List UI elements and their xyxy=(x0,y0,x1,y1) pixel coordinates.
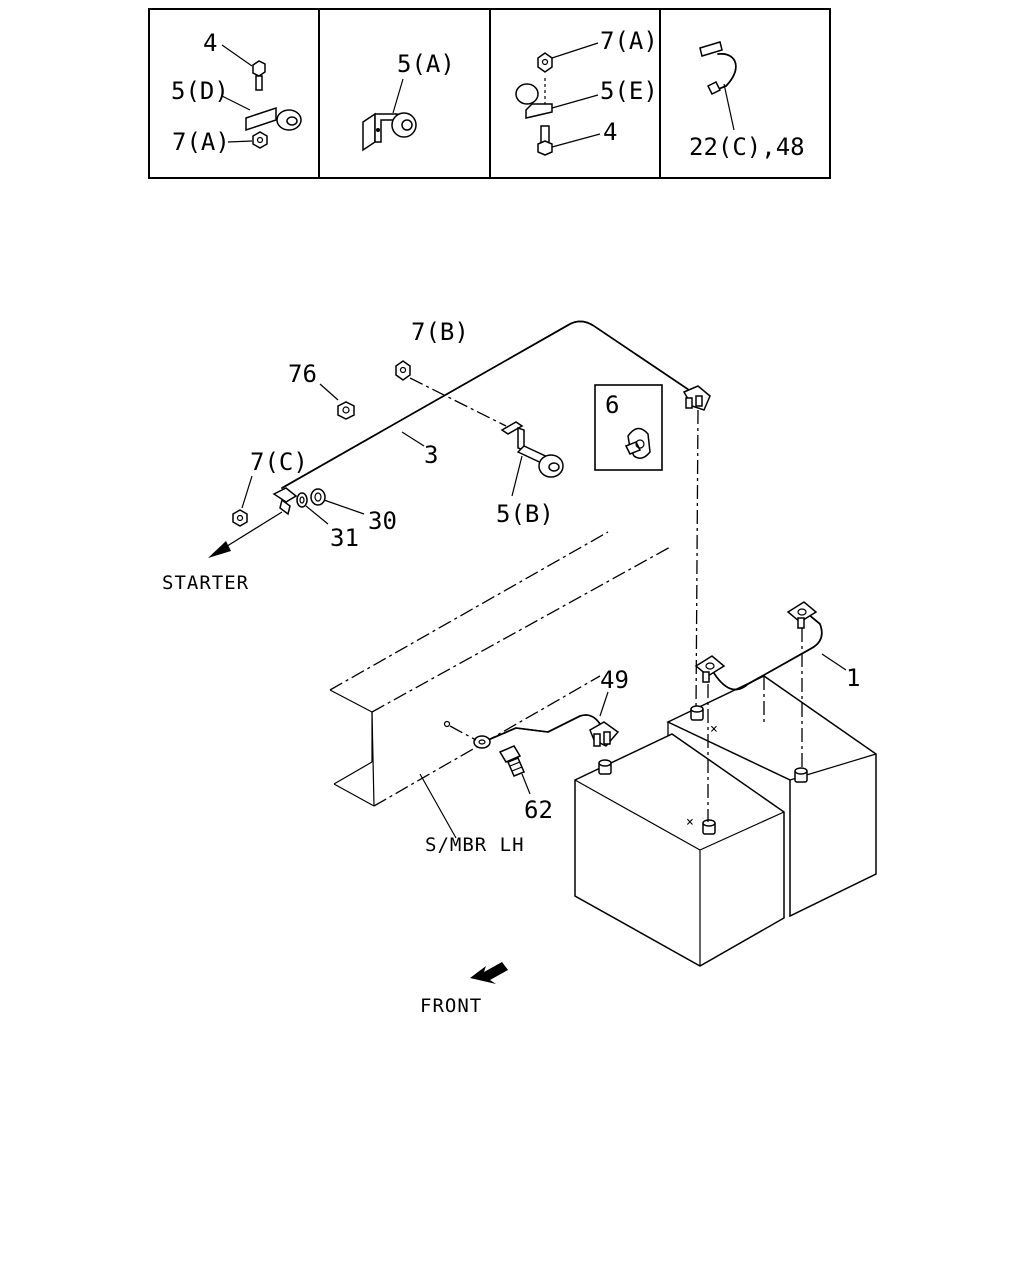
callout-30: 30 xyxy=(368,507,397,535)
battery-cable-3 xyxy=(272,320,711,516)
detail-4-label: 22(C),48 xyxy=(689,133,805,161)
leader-line xyxy=(551,42,599,59)
flange-nut-icon xyxy=(537,52,553,73)
assembly-line xyxy=(409,377,507,427)
leader-line xyxy=(599,691,609,717)
leader-line xyxy=(221,95,251,111)
leader-line xyxy=(551,133,601,148)
clamp-5b xyxy=(500,421,564,478)
detail-3-label-clip: 5(E) xyxy=(600,77,658,105)
nut-30 xyxy=(310,488,326,506)
detail-1-label-clip: 5(D) xyxy=(171,77,229,105)
leader-line xyxy=(392,78,404,114)
detail-3-label-bolt: 4 xyxy=(603,118,617,146)
washer-31 xyxy=(296,492,308,508)
cable-terminal-icon xyxy=(589,721,620,747)
leader-line xyxy=(401,431,425,447)
caption-frame: S/MBR LH xyxy=(425,834,525,856)
ring-terminal-icon xyxy=(473,735,491,749)
leader-line xyxy=(305,505,329,525)
leader-line xyxy=(821,653,847,671)
clip-6-icon xyxy=(624,427,651,459)
bolt-icon xyxy=(252,60,266,91)
cable-terminal-icon xyxy=(786,601,818,629)
leader-line xyxy=(323,499,365,515)
leader-line xyxy=(511,455,523,497)
detail-box-strip: 4 5(D) 7(A) 5(A) xyxy=(148,8,831,179)
nut-7c xyxy=(232,509,248,527)
detail-box-2: 5(A) xyxy=(362,50,455,152)
detail-box-1: 4 5(D) 7(A) xyxy=(171,29,302,156)
bracket-clamp-icon xyxy=(362,112,417,152)
callout-76: 76 xyxy=(288,360,317,388)
mounting-hole xyxy=(443,720,451,728)
detail-box-4: 22(C),48 xyxy=(689,41,805,161)
leader-line xyxy=(521,773,531,795)
leader-line xyxy=(723,83,735,131)
polarity-mark: × xyxy=(710,722,719,737)
leader-line xyxy=(419,773,457,839)
callout-6: 6 xyxy=(605,391,619,419)
p-clamp-icon xyxy=(245,106,302,132)
callout-3: 3 xyxy=(424,441,438,469)
battery-terminal-icon xyxy=(702,819,716,835)
nut-7b xyxy=(395,360,411,381)
leader-line xyxy=(221,44,253,67)
battery-rear: × xyxy=(666,675,877,918)
detail-3-label-nut: 7(A) xyxy=(600,27,658,55)
callout-31: 31 xyxy=(330,524,359,552)
cable-terminal-icon xyxy=(682,385,711,411)
detail-box-3: 7(A) 5(E) 4 xyxy=(515,27,658,156)
detail-2-label: 5(A) xyxy=(397,50,455,78)
bolt-62 xyxy=(498,745,525,777)
nut-76 xyxy=(337,401,355,420)
battery-terminal-icon xyxy=(794,767,808,783)
callout-62: 62 xyxy=(524,796,553,824)
p-clamp-icon xyxy=(515,78,553,119)
battery-front: × xyxy=(574,733,785,967)
assembly-line xyxy=(695,409,699,711)
cable-terminal-icon xyxy=(272,487,298,516)
caption-front: FRONT xyxy=(420,995,482,1017)
ground-cable-49 xyxy=(473,714,620,749)
leader-line xyxy=(319,383,339,401)
detail-1-label-bolt: 4 xyxy=(203,29,217,57)
callout-49: 49 xyxy=(600,666,629,694)
flange-nut-icon xyxy=(252,131,268,149)
bolt-icon xyxy=(537,125,553,156)
cable-terminal-icon xyxy=(694,655,726,683)
callout-7c: 7(C) xyxy=(250,448,308,476)
cable-tie-icon xyxy=(699,41,737,96)
battery-terminal-icon xyxy=(598,759,612,775)
callout-5b: 5(B) xyxy=(496,500,554,528)
leader-line xyxy=(227,140,253,143)
polarity-mark: × xyxy=(686,815,695,830)
battery-terminal-icon xyxy=(690,705,704,721)
caption-starter: STARTER xyxy=(162,572,249,594)
front-arrow xyxy=(470,962,508,984)
starter-arrow xyxy=(208,511,283,558)
assembly-line xyxy=(449,725,477,741)
callout-1: 1 xyxy=(846,664,860,692)
callout-7b: 7(B) xyxy=(411,318,469,346)
detail-6-inset xyxy=(594,384,663,471)
leader-line xyxy=(551,94,599,109)
detail-1-label-nut: 7(A) xyxy=(172,128,230,156)
battery-cable-1 xyxy=(694,601,823,691)
leader-line xyxy=(241,475,253,509)
